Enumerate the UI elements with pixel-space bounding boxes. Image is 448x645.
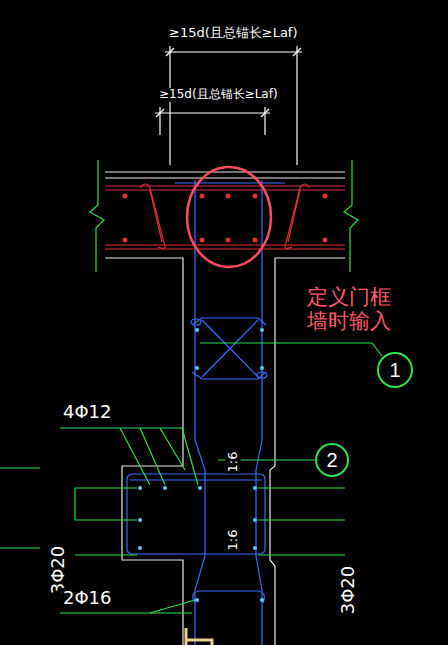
callout-number: 2 <box>326 449 337 472</box>
slab-rebar <box>105 184 345 249</box>
callout-circle: 1 <box>377 352 413 388</box>
break-line <box>0 160 358 548</box>
dimension-text: ≥15d(且总锚长≥Laf) <box>168 26 299 41</box>
highlight-ellipse <box>187 167 271 267</box>
dimension-line <box>155 46 302 165</box>
rebar-label: 3Φ20 <box>338 565 359 616</box>
angle-bar <box>186 628 212 645</box>
annotation-note: 定义门框墙时输入 <box>306 285 398 333</box>
anchor-bar <box>175 182 285 183</box>
callout-circle: 2 <box>315 443 349 477</box>
rebar-label: 4Φ12 <box>62 402 113 423</box>
dimension-text: ≥15d(且总锚长≥Laf) <box>158 88 279 102</box>
rebar-dot <box>123 194 328 243</box>
concrete-outline <box>105 172 345 645</box>
slope-text: 1:6 <box>226 529 241 552</box>
leader-line <box>60 343 382 613</box>
bar-dot <box>138 328 264 602</box>
slope-text: 1:6 <box>226 451 241 474</box>
rebar-label: 2Φ16 <box>62 588 113 609</box>
callout-number: 1 <box>389 359 400 382</box>
